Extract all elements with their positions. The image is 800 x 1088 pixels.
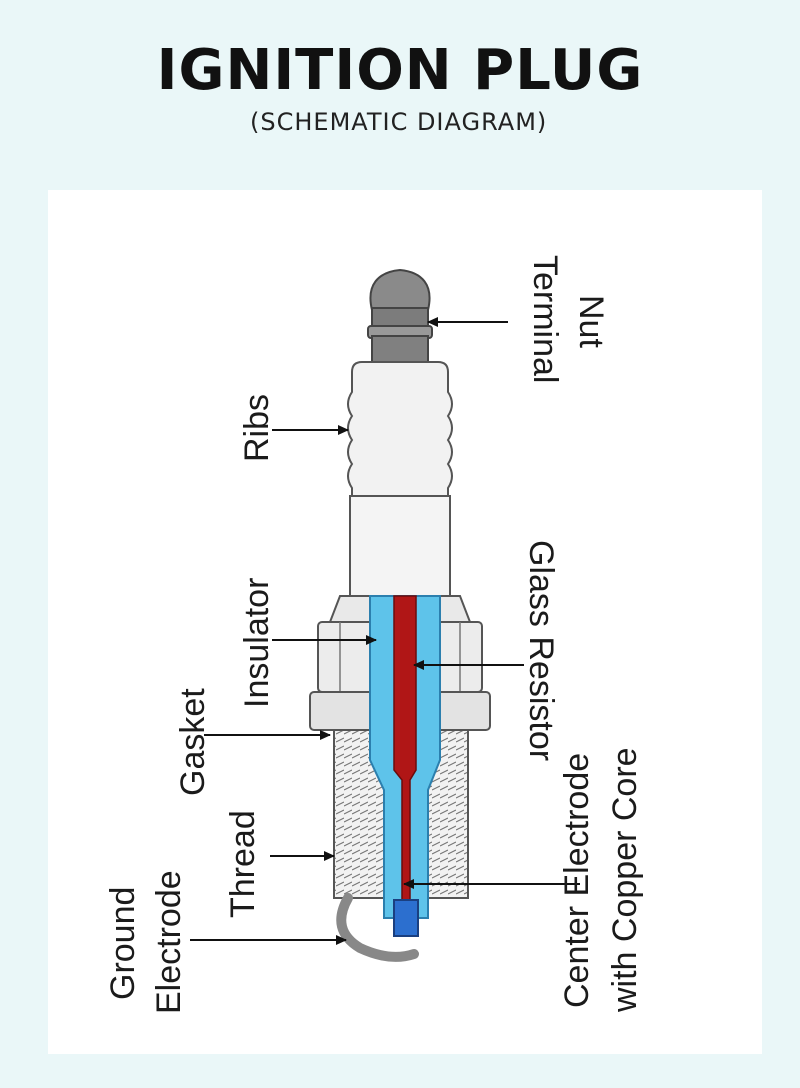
label-ribs: Ribs xyxy=(238,394,276,462)
label-electrode: Electrode xyxy=(150,870,188,1014)
terminal-nut xyxy=(367,268,433,367)
label-nut: Nut xyxy=(572,295,610,348)
label-glass-resistor: Glass Resistor xyxy=(522,540,560,761)
diagram-subtitle: (SCHEMATIC DIAGRAM) xyxy=(250,108,548,136)
label-center-electrode: Center Electrode xyxy=(558,753,596,1008)
diagram-title: IGNITION PLUG xyxy=(156,38,644,103)
label-thread: Thread xyxy=(224,810,262,918)
ribs xyxy=(347,361,453,597)
ground-electrode xyxy=(336,893,419,962)
label-ground: Ground xyxy=(104,887,142,1000)
label-insulator: Insulator xyxy=(238,578,276,708)
label-copper-core: with Copper Core xyxy=(606,747,644,1013)
label-gasket: Gasket xyxy=(174,688,212,796)
center-electrode-tip xyxy=(393,899,419,937)
label-terminal: Terminal xyxy=(526,255,564,383)
